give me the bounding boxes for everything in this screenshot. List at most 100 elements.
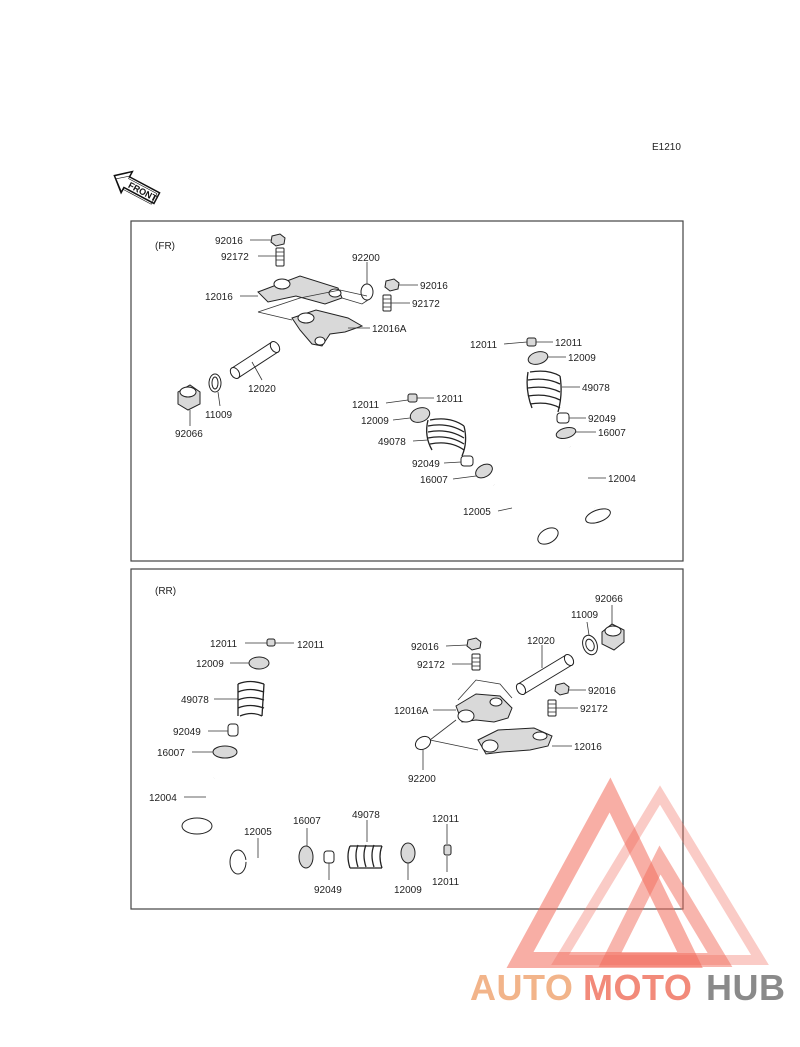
nut-92016-fr-b (384, 278, 400, 292)
part-label: 92016 (411, 642, 439, 653)
rocker-shaft-12020-fr (229, 341, 281, 379)
seal-92049-rr-b (323, 850, 335, 864)
seal-92049-fr-r (556, 412, 570, 424)
retainer-12009-fr-l (409, 407, 431, 423)
valve-spring-49078-fr-l (426, 418, 467, 457)
retainer-12009-rr-a (248, 656, 270, 670)
nut-92016-rr-a (466, 637, 482, 651)
exhaust-valve-12005-fr (493, 484, 559, 545)
retainer-12009-rr-b (400, 842, 416, 864)
part-label: 12020 (248, 384, 276, 395)
part-label: 12005 (244, 827, 272, 838)
rocker-shaft-12020-rr (515, 653, 575, 696)
part-label: 12016 (574, 742, 602, 753)
part-label: 11009 (571, 610, 599, 621)
part-label: 12020 (527, 636, 555, 647)
logo-text-hub: HUB (706, 967, 786, 1008)
part-label: 12016 (205, 292, 233, 303)
rocker-arm-12016-rr (477, 727, 553, 755)
part-label: 12009 (196, 659, 224, 670)
part-label: 12011 (432, 814, 460, 825)
part-label: 12011 (555, 338, 583, 349)
rr-section-tag: (RR) (155, 586, 176, 597)
part-label: 92066 (595, 594, 623, 605)
rr-section-frame (130, 568, 684, 910)
plug-92066-fr (177, 384, 201, 411)
adjuster-screw-92172-fr-a (275, 247, 285, 267)
cotter-12011-fr-r (526, 337, 537, 347)
part-label: 92200 (352, 253, 380, 264)
seat-16007-fr-r (555, 427, 577, 439)
washer-92200-fr (360, 283, 374, 301)
part-label: 49078 (378, 437, 406, 448)
nut-92016-rr-b (554, 682, 570, 696)
part-label: 49078 (352, 810, 380, 821)
seal-92049-fr-l (460, 455, 474, 467)
diagram-code: E1210 (652, 142, 681, 153)
part-label: 16007 (598, 428, 626, 439)
part-label: 12004 (608, 474, 636, 485)
fr-section-tag: (FR) (155, 241, 175, 252)
part-label: 92016 (588, 686, 616, 697)
rocker-arm-12016A-rr (455, 693, 513, 723)
part-label: 49078 (582, 383, 610, 394)
adjuster-screw-92172-rr-a (471, 653, 481, 671)
logo-text-auto: AUTO (470, 967, 573, 1008)
part-label: 12009 (568, 353, 596, 364)
rocker-arm-12016A-fr (291, 309, 364, 347)
valve-spring-49078-rr-b (347, 844, 383, 869)
front-arrow-icon: FRONT (113, 170, 161, 205)
seal-92049-rr-a (227, 723, 239, 737)
fr-section-frame (130, 220, 684, 562)
valve-spring-49078-fr-r (526, 370, 562, 413)
part-label: 92049 (173, 727, 201, 738)
cotter-12011-fr-l (407, 393, 418, 403)
exhaust-valve-12005-rr (229, 849, 289, 875)
intake-valve-12004-rr (181, 777, 215, 835)
part-label: 12011 (436, 394, 464, 405)
part-label: 16007 (293, 816, 321, 827)
part-label: 11009 (205, 410, 233, 421)
part-label: 92200 (408, 774, 436, 785)
part-label: 16007 (420, 475, 448, 486)
part-label: 92172 (417, 660, 445, 671)
part-label: 92049 (588, 414, 616, 425)
part-label: 92066 (175, 429, 203, 440)
valve-spring-49078-rr-a (237, 680, 265, 717)
part-label: 12009 (394, 885, 422, 896)
seat-16007-rr-b (298, 845, 314, 869)
logo-text-moto: MOTO (583, 967, 692, 1008)
cotter-12011-rr-b (443, 844, 452, 856)
cotter-12011-rr-a (266, 638, 276, 647)
part-label: 92016 (420, 281, 448, 292)
part-label: 92049 (412, 459, 440, 470)
seat-16007-fr-l (475, 463, 493, 479)
adjuster-screw-92172-fr-b (382, 294, 392, 312)
part-label: 12011 (352, 400, 380, 411)
part-label: 12009 (361, 416, 389, 427)
part-label: 12004 (149, 793, 177, 804)
seat-16007-rr-a (212, 745, 238, 759)
nut-92016-fr-a (270, 233, 286, 247)
adjuster-screw-92172-rr-b (547, 699, 557, 717)
retainer-12009-fr-r (527, 351, 549, 365)
part-label: 92172 (580, 704, 608, 715)
part-label: 92049 (314, 885, 342, 896)
intake-valve-12004-fr (569, 446, 611, 524)
part-label: 12016A (372, 324, 407, 335)
part-label: 12016A (394, 706, 429, 717)
part-label: 12011 (210, 639, 238, 650)
part-label: 12011 (470, 340, 498, 351)
plug-92066-rr (601, 623, 625, 651)
washer-92200-rr (414, 735, 432, 751)
part-label: 12011 (432, 877, 460, 888)
automotohub-logo: AUTO MOTO HUB (470, 777, 786, 1008)
part-label: 49078 (181, 695, 209, 706)
part-label: 92016 (215, 236, 243, 247)
part-label: 92172 (221, 252, 249, 263)
part-label: 12005 (463, 507, 491, 518)
part-label: 16007 (157, 748, 185, 759)
part-label: 92172 (412, 299, 440, 310)
rocker-arm-12016-fr (257, 275, 343, 305)
